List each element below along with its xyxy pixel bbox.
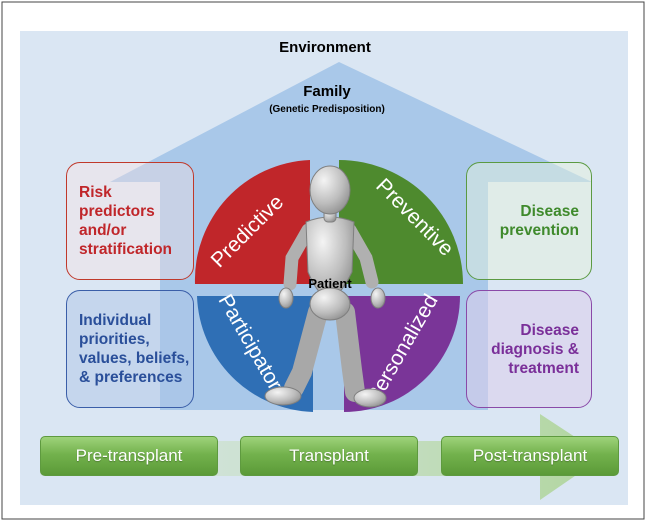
disease-diagnosis-box: Disease diagnosis & treatment	[466, 290, 592, 408]
individual-priorities-box: Individual priorities, values, beliefs, …	[66, 290, 194, 408]
patient-label: Patient	[308, 276, 352, 291]
risk-line-1: Risk	[79, 184, 112, 201]
risk-predictors-box: Risk predictors and/or stratification	[66, 162, 194, 280]
risk-line-3: and/or	[79, 222, 127, 239]
family-subtitle: (Genetic Predisposition)	[269, 104, 385, 115]
patient-figure	[264, 165, 387, 408]
diagnosis-line-1: Disease	[520, 321, 579, 339]
pre-transplant-stage[interactable]: Pre-transplant	[40, 436, 218, 476]
quadrant-predictive	[194, 160, 310, 284]
quadrant-participatory	[197, 296, 313, 412]
individual-line-3: values, beliefs,	[79, 350, 190, 367]
family-label: Family	[303, 83, 351, 100]
post-transplant-stage[interactable]: Post-transplant	[441, 436, 619, 476]
individual-line-2: priorities,	[79, 331, 150, 348]
disease-prevention-box: Disease prevention	[466, 162, 592, 280]
transplant-stage[interactable]: Transplant	[240, 436, 418, 476]
individual-line-4: & preferences	[79, 369, 183, 386]
quadrant-personalized	[344, 296, 460, 412]
prevention-line-2: prevention	[499, 222, 579, 239]
individual-line-1: Individual	[79, 312, 152, 329]
prevention-line-1: Disease	[520, 203, 579, 220]
diagnosis-line-3: treatment	[508, 359, 579, 377]
environment-label: Environment	[279, 39, 371, 56]
diagnosis-line-2: diagnosis &	[491, 340, 579, 358]
risk-line-2: predictors	[79, 203, 155, 220]
risk-line-4: stratification	[79, 241, 173, 258]
